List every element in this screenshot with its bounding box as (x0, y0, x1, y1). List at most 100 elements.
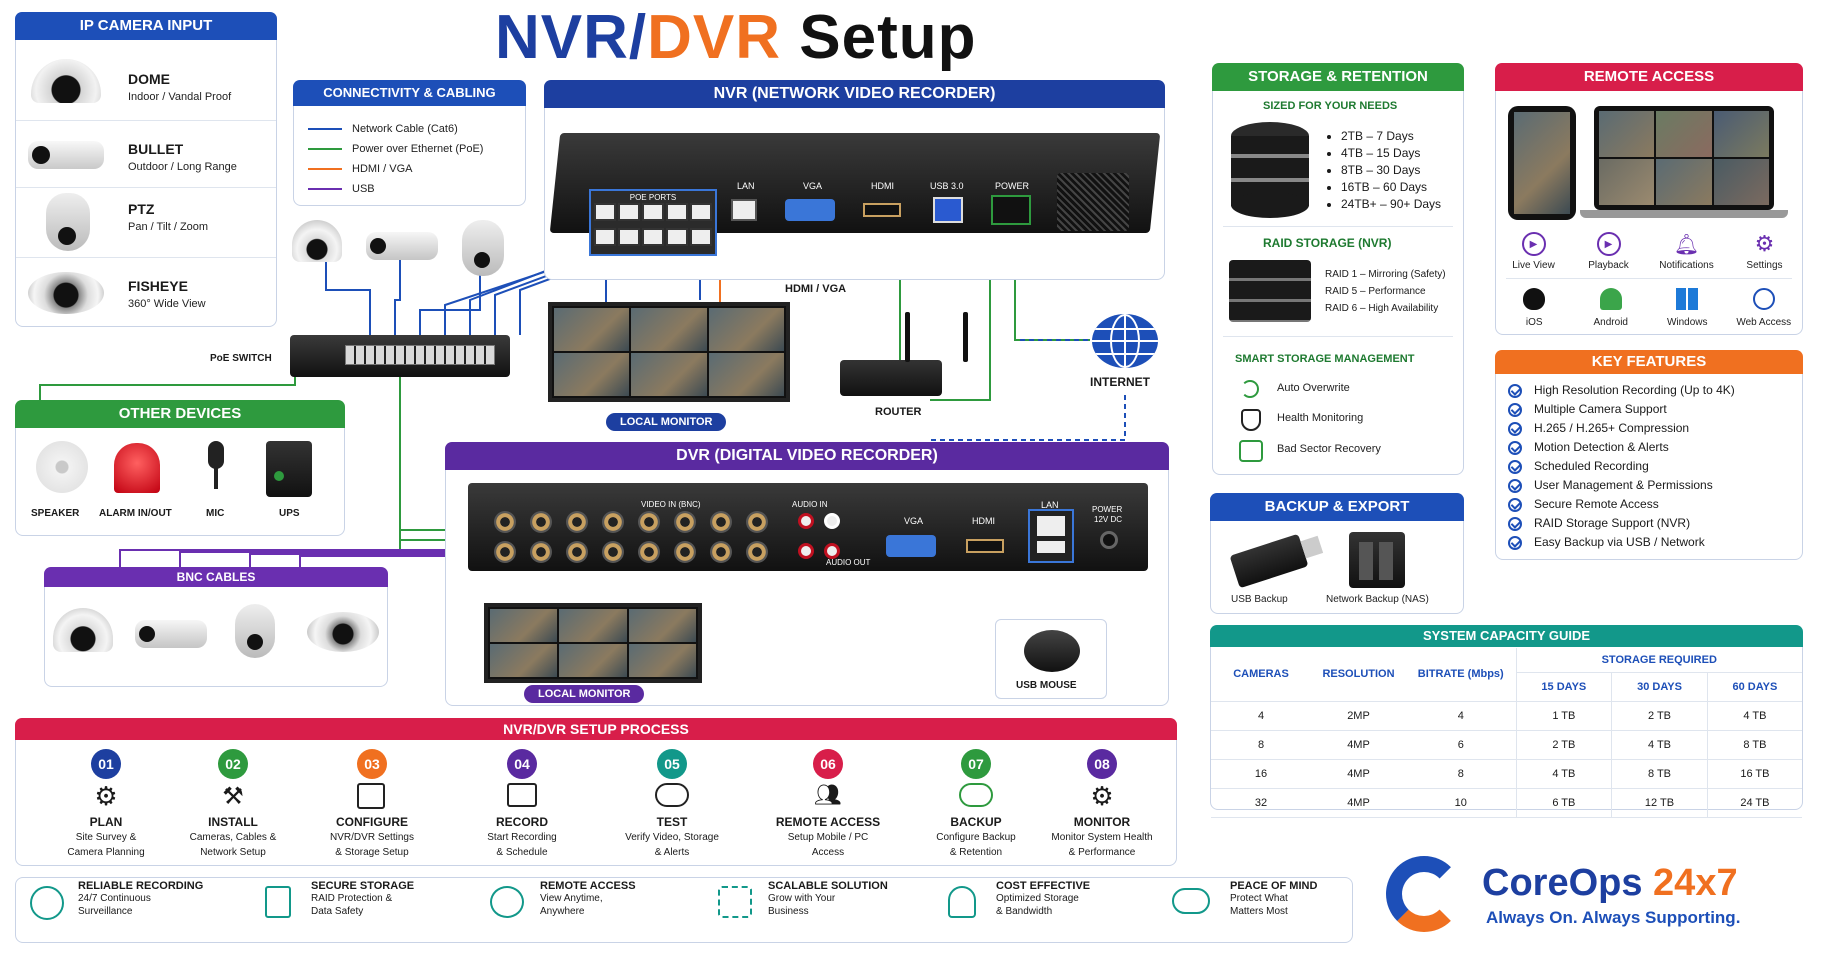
bnc-port (494, 541, 516, 563)
bnc-port (638, 511, 660, 533)
key-features-header: KEY FEATURES (1495, 350, 1803, 374)
device-label: UPS (279, 508, 300, 519)
dvr-header: DVR (DIGITAL VIDEO RECORDER) (445, 442, 1169, 470)
feature-item: Secure Remote Access (1508, 495, 1735, 514)
audio-out-label: AUDIO OUT (826, 558, 871, 567)
step-title: RECORD (495, 815, 548, 829)
other-devices-panel: OTHER DEVICES SPEAKER ALARM IN/OUT MIC U… (15, 400, 345, 536)
bnc-header: BNC CABLES (44, 567, 388, 587)
dvr-panel: DVR (DIGITAL VIDEO RECORDER) VIDEO IN (B… (445, 442, 1169, 706)
check-icon (1508, 440, 1522, 455)
backup-item: USB Backup (1231, 594, 1288, 605)
router-antenna-icon (963, 312, 968, 362)
check-icon (1508, 383, 1522, 398)
capacity-table: CAMERAS RESOLUTION BITRATE (Mbps) STORAG… (1211, 648, 1802, 818)
fisheye-camera-icon (28, 272, 104, 314)
step-title: TEST (656, 815, 688, 829)
title-setup: Setup (781, 3, 977, 72)
step-sub: Camera Planning (67, 847, 145, 858)
step-number: 04 (507, 749, 537, 779)
bnc-port (710, 511, 732, 533)
legend-item-usb: USB (308, 179, 483, 199)
poe-switch-device (290, 335, 510, 377)
title-nvr: NVR/ (495, 3, 648, 72)
bnc-port (710, 541, 732, 563)
ip-camera-panel: IP CAMERA INPUT DOME Indoor / Vandal Pro… (15, 12, 277, 327)
col-header: BITRATE (Mbps) (1406, 648, 1517, 702)
laptop-base-icon (1580, 210, 1788, 218)
step-number: 05 (657, 749, 687, 779)
gear-icon: ⚙ (1754, 231, 1775, 256)
feature-item: H.265 / H.265+ Compression (1508, 419, 1735, 438)
remote-access-header: REMOTE ACCESS (1495, 63, 1803, 91)
process-step: 08 ⚙ MONITOR Monitor System Health & Per… (1037, 749, 1167, 859)
check-icon (1508, 535, 1522, 550)
process-step: 04 RECORD Start Recording & Schedule (457, 749, 587, 859)
process-step: 01 ⚙ PLAN Site Survey & Camera Planning (41, 749, 171, 859)
bnc-port (530, 541, 552, 563)
col-header: 60 DAYS (1707, 672, 1802, 702)
android-icon (1599, 288, 1622, 310)
usb-mouse-box: USB MOUSE (995, 619, 1107, 699)
bnc-port (746, 511, 768, 533)
play-icon: ▶ (1521, 232, 1546, 256)
bullet-camera-icon (28, 141, 104, 169)
raid-drive-icon (1229, 260, 1311, 322)
dvr-power-label: POWER (1092, 505, 1123, 514)
playback-icon: ▶ (1596, 232, 1621, 256)
audio-port (798, 543, 814, 559)
remote-view-icon (490, 886, 524, 918)
step-sub: Network Setup (200, 847, 266, 858)
cloud-shield-icon (1172, 888, 1210, 914)
step-title: REMOTE ACCESS (775, 815, 881, 829)
ios-item: iOS (1499, 288, 1569, 328)
raid-item: RAID 5 – Performance (1325, 286, 1426, 297)
device-label: MIC (206, 508, 225, 519)
cabling-panel: CONNECTIVITY & CABLING Network Cable (Ca… (293, 80, 526, 206)
process-step: 02 ⚒ INSTALL Cameras, Cables & Network S… (168, 749, 298, 859)
step-number: 01 (91, 749, 121, 779)
process-step: 06 👥︎ REMOTE ACCESS Setup Mobile / PC Ac… (763, 749, 893, 859)
retention-item: 16TB – 60 Days (1341, 179, 1441, 196)
step-title: BACKUP (950, 815, 1002, 829)
usb-mouse-label: USB MOUSE (1016, 680, 1077, 691)
usb-drive-icon (1229, 533, 1324, 589)
step-sub: Monitor System Health (1051, 832, 1153, 843)
cabling-header: CONNECTIVITY & CABLING (293, 80, 526, 106)
poe-ports-label: POE PORTS (629, 193, 677, 202)
step-sub: Configure Backup (936, 832, 1016, 843)
bnc-port (530, 511, 552, 533)
router-antenna-icon (905, 312, 910, 362)
windows-item: Windows (1652, 288, 1722, 328)
cloud-check-icon (655, 783, 689, 807)
process-step: 03 CONFIGURE NVR/DVR Settings & Storage … (307, 749, 437, 859)
feature-item: Scheduled Recording (1508, 457, 1735, 476)
legend-item-hdmi: HDMI / VGA (308, 159, 483, 179)
step-sub: Access (811, 847, 845, 858)
nvr-local-monitor-label: LOCAL MONITOR (606, 413, 727, 431)
poe-switch-label: PoE SWITCH (210, 353, 272, 364)
recording-check-icon (30, 886, 64, 920)
nvr-lan-port (731, 199, 757, 221)
feature-item: Motion Detection & Alerts (1508, 438, 1735, 457)
process-step: 05 TEST Verify Video, Storage & Alerts (607, 749, 737, 859)
camera-name: PTZ (128, 201, 155, 217)
auto-overwrite-icon (1241, 380, 1259, 398)
raid-title: RAID STORAGE (NVR) (1263, 236, 1392, 250)
dvr-lan-label: LAN (1041, 500, 1059, 510)
camera-item-bullet: BULLET Outdoor / Long Range (16, 121, 276, 188)
check-icon (1508, 402, 1522, 417)
brand-name: CoreOps 24x7 (1482, 862, 1738, 905)
raid-item: RAID 6 – High Availability (1325, 303, 1439, 314)
bnc-port (746, 541, 768, 563)
other-devices-header: OTHER DEVICES (15, 400, 345, 428)
step-number: 03 (357, 749, 387, 779)
step-sub: Setup Mobile / PC (787, 832, 869, 843)
